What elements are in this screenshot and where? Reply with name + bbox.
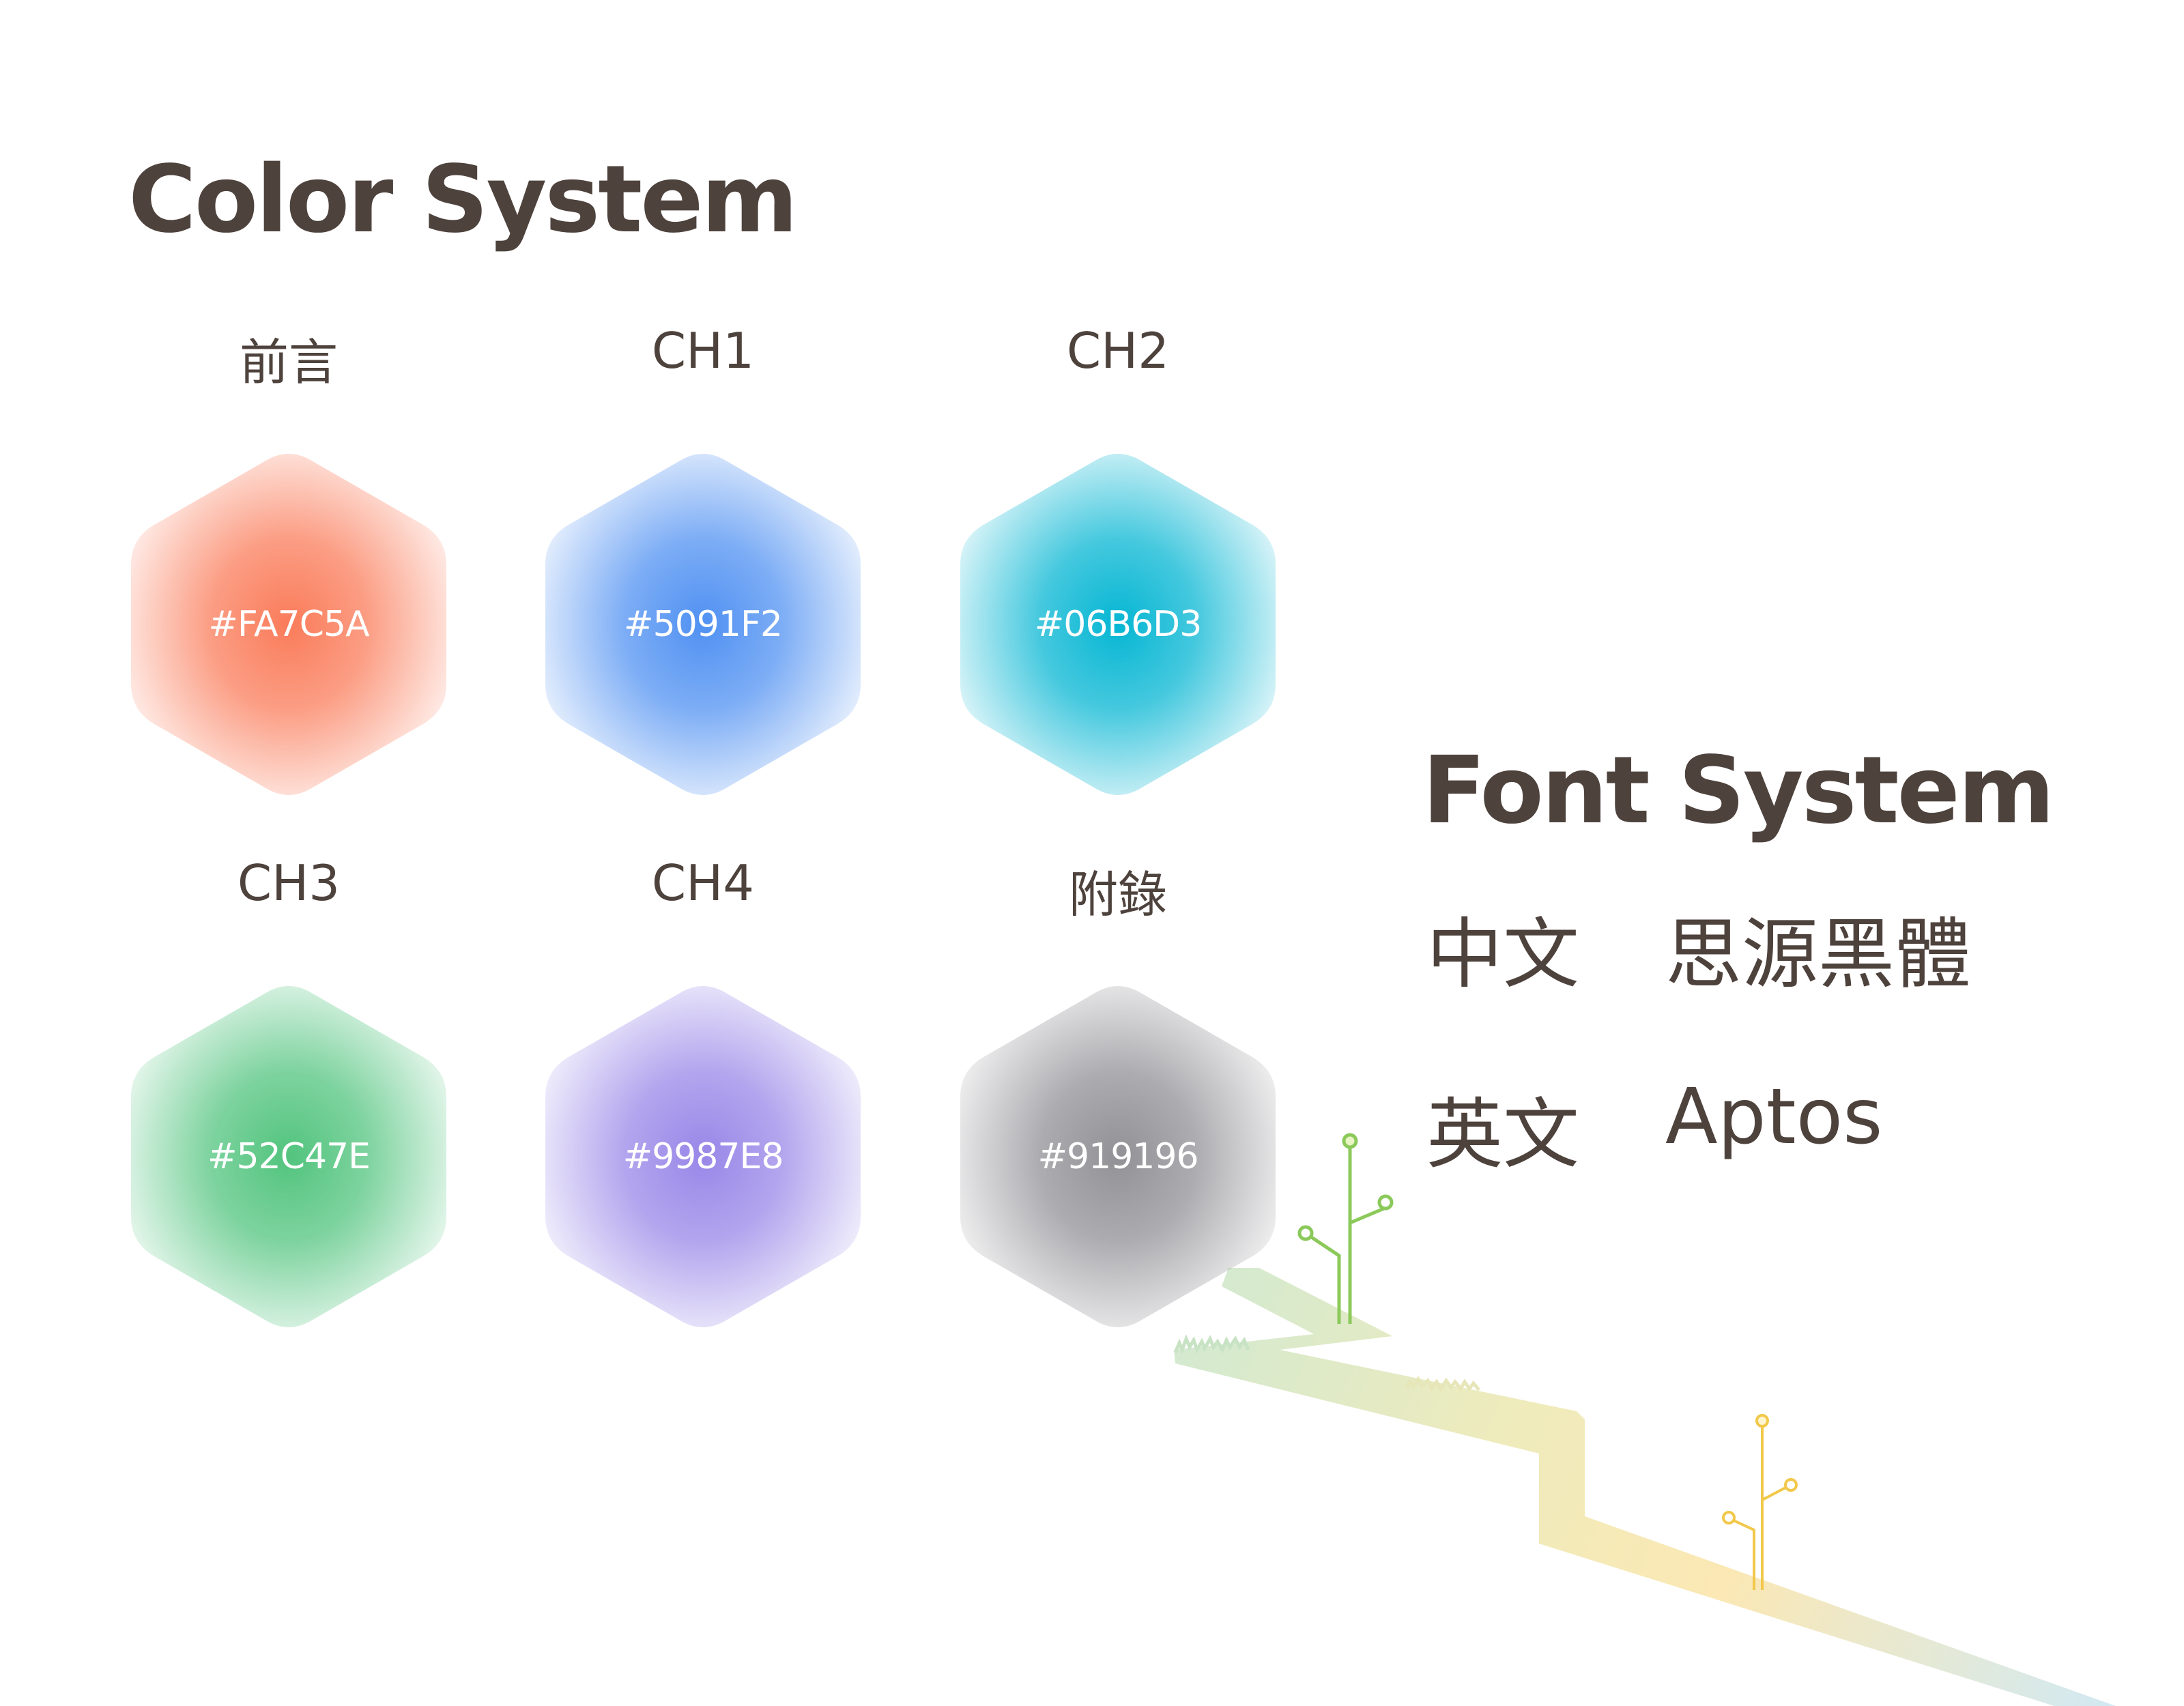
hexagon-fill xyxy=(960,454,1276,795)
hex-code: #919196 xyxy=(1037,1136,1198,1177)
grass-tufts xyxy=(1173,1334,1250,1355)
chapter-label-ch2: CH2 xyxy=(1066,322,1170,379)
green-sprout xyxy=(1297,1133,1394,1324)
color-swatch-ch4: #9987E8 xyxy=(543,986,863,1327)
chapter-label-ch4: CH4 xyxy=(651,854,755,912)
hexagon-fill xyxy=(131,454,446,795)
hexagon-shape xyxy=(545,454,861,795)
hexagon-shape xyxy=(960,454,1276,795)
hexagon-shape xyxy=(545,986,861,1327)
hexagon-fill xyxy=(960,986,1276,1327)
color-swatch-ch1: #5091F2 xyxy=(543,454,863,795)
hex-code: #9987E8 xyxy=(622,1136,784,1177)
gradient-path xyxy=(1174,1268,2116,1706)
hex-code: #52C47E xyxy=(207,1136,371,1177)
chapter-label-preface: 前言 xyxy=(239,334,338,391)
chapter-label-ch1: CH1 xyxy=(651,322,755,379)
hex-code: #FA7C5A xyxy=(208,604,369,645)
chapter-label-appendix: 附錄 xyxy=(1068,866,1167,923)
chapter-label-ch3: CH3 xyxy=(237,854,341,912)
yellow-sprout xyxy=(1722,1414,1798,1590)
color-swatch-preface: #FA7C5A xyxy=(128,454,449,795)
hexagon-shape xyxy=(131,454,446,795)
font-system-title: Font System xyxy=(1422,737,2055,845)
hexagon-fill xyxy=(545,986,861,1327)
color-swatch-ch2: #06B6D3 xyxy=(958,454,1278,795)
hexagon-fill xyxy=(131,986,446,1327)
font-label-english: 英文 xyxy=(1426,1090,1579,1179)
hexagon-shape xyxy=(960,986,1276,1327)
font-label-chinese: 中文 xyxy=(1426,910,1579,999)
hexagon-fill xyxy=(545,454,861,795)
font-name-chinese: 思源黑體 xyxy=(1665,910,1971,999)
hex-code: #5091F2 xyxy=(624,604,783,645)
font-name-english: Aptos xyxy=(1665,1073,1883,1161)
hex-code: #06B6D3 xyxy=(1034,604,1203,645)
hexagon-shape xyxy=(131,986,446,1327)
color-system-title: Color System xyxy=(128,146,798,254)
color-swatch-appendix: #919196 xyxy=(958,986,1278,1327)
color-swatch-ch3: #52C47E xyxy=(128,986,449,1327)
